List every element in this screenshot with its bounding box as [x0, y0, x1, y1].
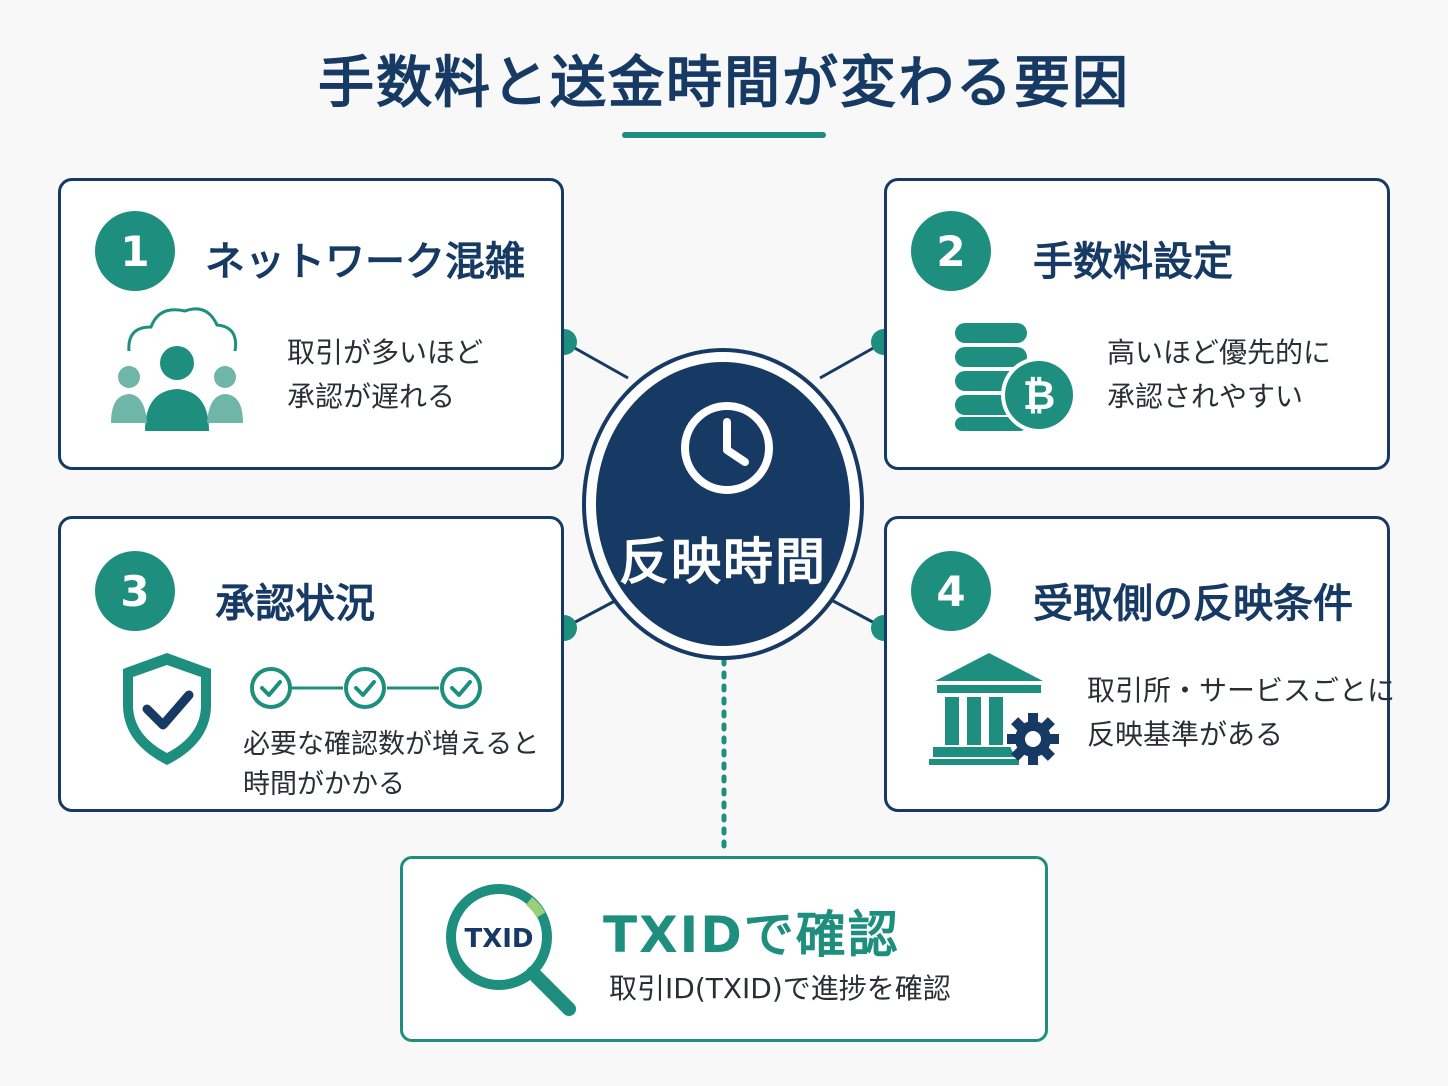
card-confirmation-status: 3 承認状況 必要な確認数が増えると 時間がかかる	[58, 516, 564, 812]
shield-check-icon	[123, 653, 211, 765]
card-number: 4	[911, 551, 991, 631]
magnifier-label: TXID	[464, 924, 533, 954]
card-title: 手数料設定	[1033, 239, 1233, 285]
card-description: 取引所・サービスごとに 反映基準がある	[1087, 674, 1396, 751]
card-title: ネットワーク混雑	[205, 239, 525, 285]
bank-gear-icon	[929, 653, 1059, 765]
svg-text:₿: ₿	[1023, 373, 1056, 419]
clock-icon	[681, 402, 773, 494]
page-title: 手数料と送金時間が変わる要因	[318, 51, 1130, 116]
card-number: 3	[95, 551, 175, 631]
crowd-cloud-icon	[111, 307, 243, 431]
confirmation-steps-icon	[250, 667, 482, 709]
central-hub: 反映時間	[582, 348, 864, 660]
card-network-congestion: 1 ネットワーク混雑 取引が多いほど 承認が遅れる	[58, 178, 564, 470]
card-number: 2	[911, 211, 991, 291]
txid-card: TXID TXIDで確認 取引ID(TXID)で進捗を確認	[400, 856, 1048, 1042]
txid-description: 取引ID(TXID)で進捗を確認	[609, 972, 951, 1005]
magnifier-icon: TXID	[446, 884, 576, 1016]
card-title: 承認状況	[215, 581, 375, 627]
card-description: 取引が多いほど 承認が遅れる	[287, 336, 484, 413]
card-title: 受取側の反映条件	[1033, 581, 1353, 627]
bitcoin-coins-icon: ₿	[955, 323, 1077, 433]
card-description: 高いほど優先的に 承認されやすい	[1107, 336, 1332, 413]
txid-title: TXIDで確認	[603, 906, 900, 964]
card-description: 必要な確認数が増えると 時間がかかる	[243, 729, 540, 800]
hub-label: 反映時間	[619, 533, 827, 591]
card-receiver-conditions: 4 受取側の反映条件 取引所・サービスごとに 反映基準がある	[884, 516, 1395, 812]
card-fee-setting: 2 手数料設定 ₿ 高いほど優先的に 承認されやすい	[884, 178, 1390, 470]
card-number: 1	[95, 211, 175, 291]
title-underline	[622, 132, 826, 138]
